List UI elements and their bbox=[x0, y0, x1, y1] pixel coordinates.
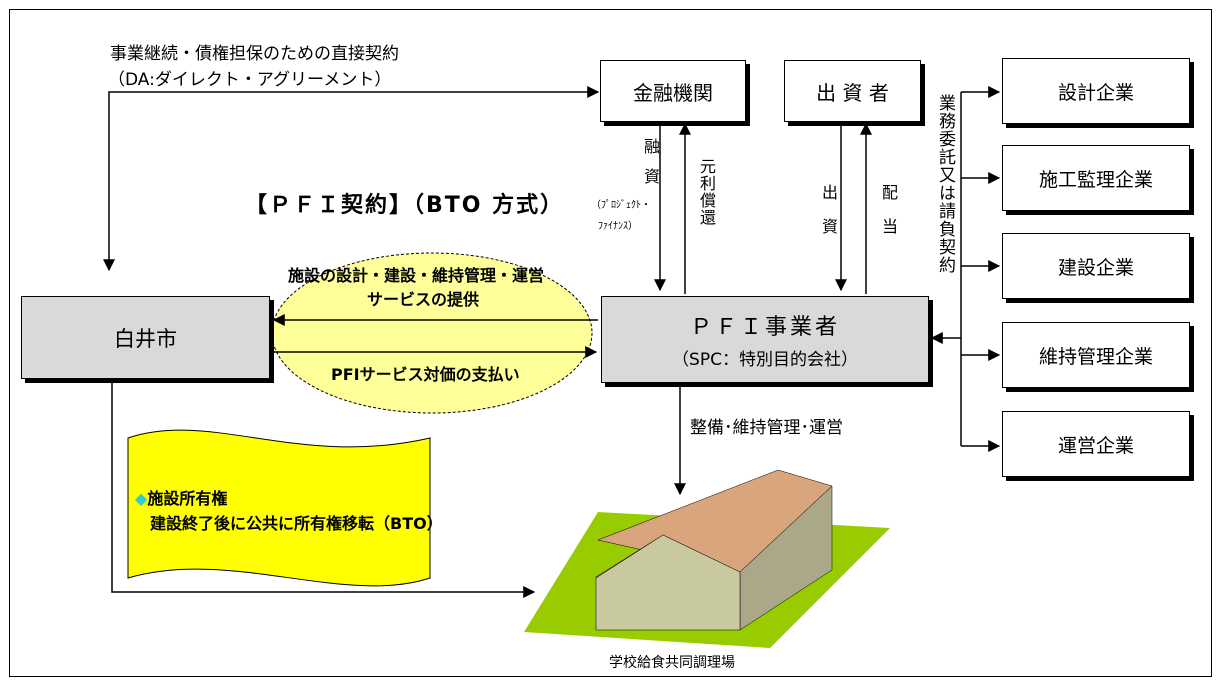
construction-company-box: 建設企業 bbox=[1002, 233, 1190, 299]
project-finance-line1: （ﾌﾟﾛｼﾞｪｸﾄ・ bbox=[591, 200, 651, 211]
city-box: 白井市 bbox=[21, 296, 270, 379]
company-label: 設計企業 bbox=[1057, 81, 1134, 104]
repayment-label: 元利償還 bbox=[697, 158, 716, 226]
contract-title: 【ＰＦＩ契約】（BTO 方式） bbox=[245, 193, 565, 218]
service-label-line1: 施設の設計・建設・維持管理・運営 bbox=[288, 266, 545, 285]
project-finance-line2: ﾌｧｲﾅﾝｽ） bbox=[598, 221, 638, 232]
design-company-box: 設計企業 bbox=[1002, 58, 1190, 124]
ownership-banner-shape bbox=[127, 429, 431, 587]
da-note-line1: 事業継続・債権担保のための直接契約 bbox=[110, 44, 399, 64]
supervision-company-box: 施工監理企業 bbox=[1002, 145, 1190, 211]
company-label: 建設企業 bbox=[1057, 256, 1134, 279]
pfi-operator-subtitle: （SPC：特別目的会社） bbox=[672, 350, 858, 370]
city-label: 白井市 bbox=[114, 326, 177, 351]
financial-institution-label: 金融機関 bbox=[633, 80, 713, 105]
diagram-frame bbox=[9, 9, 1212, 677]
maintenance-company-box: 維持管理企業 bbox=[1002, 322, 1190, 388]
company-label: 施工監理企業 bbox=[1038, 168, 1153, 191]
diamond-icon: ◆ bbox=[135, 489, 148, 508]
pfi-operator-name: ＰＦＩ事業者 bbox=[689, 315, 840, 340]
investor-box: 出 資 者 bbox=[784, 60, 921, 122]
payment-label: PFIサービス対価の支払い bbox=[331, 365, 520, 384]
da-arrow bbox=[103, 86, 600, 272]
maintenance-label: 整備･維持管理･運営 bbox=[690, 418, 843, 438]
investor-label: 出 資 者 bbox=[816, 80, 889, 105]
outsourcing-contract-label: 業務委託又は請負契約 bbox=[935, 94, 955, 274]
financing-label: 融資 bbox=[641, 138, 660, 198]
operation-company-box: 運営企業 bbox=[1002, 411, 1190, 477]
financial-institution-box: 金融機関 bbox=[600, 60, 746, 122]
ownership-title: ◆施設所有権 bbox=[135, 485, 227, 509]
da-note-line2: （DA:ダイレクト・アグリーメント） bbox=[108, 70, 392, 90]
dividend-label: 配当 bbox=[879, 184, 898, 252]
service-label-line2: サービスの提供 bbox=[367, 290, 480, 309]
ownership-title-text: 施設所有権 bbox=[147, 489, 228, 508]
company-label: 維持管理企業 bbox=[1038, 345, 1153, 368]
building-caption: 学校給食共同調理場 bbox=[609, 655, 735, 671]
company-label: 運営企業 bbox=[1057, 434, 1134, 457]
ownership-detail: 建設終了後に公共に所有権移転（BTO） bbox=[150, 514, 443, 533]
city-to-facility-arrow bbox=[111, 382, 536, 598]
building-front-wall bbox=[595, 534, 741, 631]
pfi-operator-box: ＰＦＩ事業者 （SPC：特別目的会社） bbox=[601, 296, 929, 383]
investment-label: 出資 bbox=[819, 184, 838, 252]
